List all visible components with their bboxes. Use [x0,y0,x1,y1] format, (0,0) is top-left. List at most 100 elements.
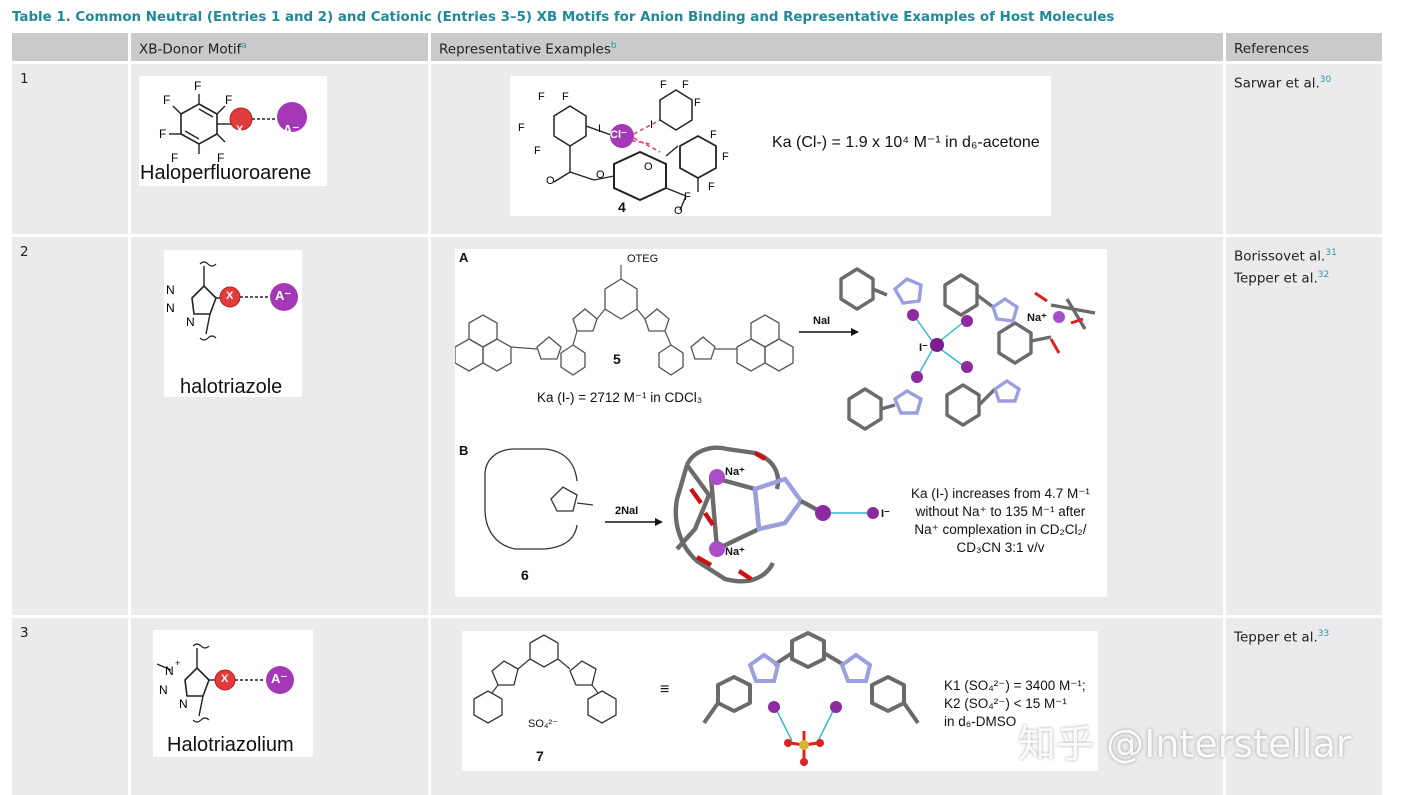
svg-text:O: O [674,205,683,216]
svg-text:F: F [163,93,170,107]
halotriazole-drawing: N N N [166,261,298,341]
header-motif-label: XB-Donor Motif [139,41,242,58]
svg-text:N: N [166,301,175,315]
compound-7-solvent: in d₆-DMSO [944,714,1017,729]
compound-7-number: 7 [536,748,544,764]
compound-4-number: 4 [618,199,626,215]
svg-text:N: N [165,664,174,678]
svg-text:+: + [175,658,180,668]
svg-text:F: F [225,93,232,107]
compound-6-ka-line-3: Na⁺ complexation in CD₂Cl₂/ [914,522,1087,537]
motif-3-anion-label: A⁻ [271,671,288,686]
reagent-a-label: NaI [813,315,831,327]
row-2-number-cell: 2 [12,237,128,615]
motif-2-halogen-label: X [226,290,234,302]
row-2-figure: A B OTEG 5 6 NaI 2NaI I⁻ Na⁺ Na⁺ Na⁺ I⁻ … [455,249,1107,597]
svg-text:N: N [159,683,168,697]
compound-7-drawing [473,631,920,766]
motif-1-name: Haloperfluoroarene [140,162,312,184]
sodium-label-a: Na⁺ [1027,312,1047,324]
svg-text:N: N [166,283,175,297]
sodium-label-b-top: Na⁺ [725,466,745,478]
oteg-label: OTEG [627,253,659,265]
svg-text:N: N [186,315,195,329]
row-2-motif-cell: N N N X A⁻ halotriazole [131,237,428,615]
row-2-examples-cell: A B OTEG 5 6 NaI 2NaI I⁻ Na⁺ Na⁺ Na⁺ I⁻ … [431,237,1223,615]
motif-1-anion-label: A⁻ [283,122,300,137]
compound-4-figure: F F F F I O O O O F F F I F F F F Cl⁻ 4 … [510,76,1051,216]
svg-text:F: F [708,181,715,193]
compound-6-ka-line-4: CD₃CN 3:1 v/v [956,540,1045,555]
equivalence-sign: ≡ [660,681,670,698]
svg-text:F: F [684,191,691,203]
row-1-number: 1 [20,71,29,87]
compound-5-ka: Ka (I-) = 2712 M⁻¹ in CDCl₃ [537,390,703,405]
compound-7-figure: SO₄²⁻ 7 ≡ K1 (SO₄²⁻) = 3400 M⁻¹; K2 (SO₄… [462,631,1098,771]
svg-text:F: F [710,129,717,141]
svg-text:O: O [546,175,555,187]
header-cell-number [12,33,128,61]
row-3-number: 3 [20,625,29,641]
header-cell-examples: Representative Examplesb [431,33,1223,61]
row-3-motif-cell: N + N N X A⁻ Halotriazolium [131,618,428,795]
sodium-label-b-bottom: Na⁺ [725,546,745,558]
motif-2-anion-label: A⁻ [275,288,292,303]
motif-3-name: Halotriazolium [167,734,294,756]
header-examples-footnote[interactable]: b [610,41,617,51]
compound-5-number: 5 [613,351,621,367]
svg-text:F: F [694,97,701,109]
row-1-number-cell: 1 [12,64,128,234]
reference-31[interactable]: Borissovet al.31 [1234,248,1337,265]
iodide-label-a: I⁻ [919,342,928,354]
svg-text:I: I [650,119,653,131]
halotriazole-structure: N N N X A⁻ halotriazole [164,250,302,397]
header-motif-footnote[interactable]: a [241,41,247,51]
halotriazolium-drawing: N + N N [156,643,294,723]
compound-6-ka-line-2: without Na⁺ to 135 M⁻¹ after [915,504,1086,519]
compound-6-ka-block: Ka (I-) increases from 4.7 M⁻¹ without N… [911,485,1090,557]
motif-3-halogen-label: X [221,673,229,685]
compound-6-ka-line-1: Ka (I-) increases from 4.7 M⁻¹ [911,486,1090,501]
row-3-examples-cell: SO₄²⁻ 7 ≡ K1 (SO₄²⁻) = 3400 M⁻¹; K2 (SO₄… [431,618,1223,795]
svg-text:F: F [171,151,178,165]
header-examples-label: Representative Examples [439,41,611,58]
watermark: 知乎 @Interstellar [1018,722,1352,766]
haloperfluoroarene-drawing: F F F F F F [159,79,307,165]
svg-text:F: F [722,151,729,163]
svg-text:F: F [194,79,201,93]
compound-7-k1: K1 (SO₄²⁻) = 3400 M⁻¹; [944,678,1086,693]
row-3-number-cell: 3 [12,618,128,795]
header-references-label: References [1234,41,1310,57]
svg-text:F: F [660,79,667,91]
reference-30[interactable]: Sarwar et al.30 [1234,75,1332,92]
svg-text:F: F [159,127,166,141]
motif-1-halogen-label: X [236,124,244,136]
reference-32[interactable]: Tepper et al.32 [1234,269,1330,287]
reference-33[interactable]: Tepper et al.33 [1234,629,1330,646]
svg-text:O: O [644,161,653,173]
reagent-b-label: 2NaI [615,505,639,517]
row-2-references-cell: Borissovet al.31 Tepper et al.32 [1226,237,1382,615]
header-cell-motif: XB-Donor Motifa [131,33,428,61]
compound-4-ka: Ka (Cl-) = 1.9 x 10⁴ M⁻¹ in d₆-acetone [772,134,1040,151]
row-3-references-cell: Tepper et al.33 [1226,618,1382,795]
row-1-examples-cell: F F F F I O O O O F F F I F F F F Cl⁻ 4 … [431,64,1223,234]
svg-text:F: F [518,122,525,134]
compound-7-binding-block: K1 (SO₄²⁻) = 3400 M⁻¹; K2 (SO₄²⁻) < 15 M… [944,677,1086,731]
row-1-references-cell: Sarwar et al.30 [1226,64,1382,234]
compound-6-number: 6 [521,567,529,583]
iodide-label-b: I⁻ [881,508,890,520]
chloride-label: Cl⁻ [610,129,627,141]
svg-text:F: F [538,91,545,103]
svg-text:I: I [598,123,601,135]
svg-text:F: F [217,151,224,165]
compound-7-k2: K2 (SO₄²⁻) < 15 M⁻¹ [944,696,1067,711]
panel-a-label: A [459,250,469,265]
svg-text:F: F [562,91,569,103]
svg-text:N: N [179,697,188,711]
counterion-label: SO₄²⁻ [528,718,558,730]
compound-4-drawing: F F F F I O O O O F F F I F F F F [518,79,729,216]
svg-text:F: F [682,79,689,91]
row-2-drawing [455,265,1096,584]
svg-text:F: F [534,145,541,157]
